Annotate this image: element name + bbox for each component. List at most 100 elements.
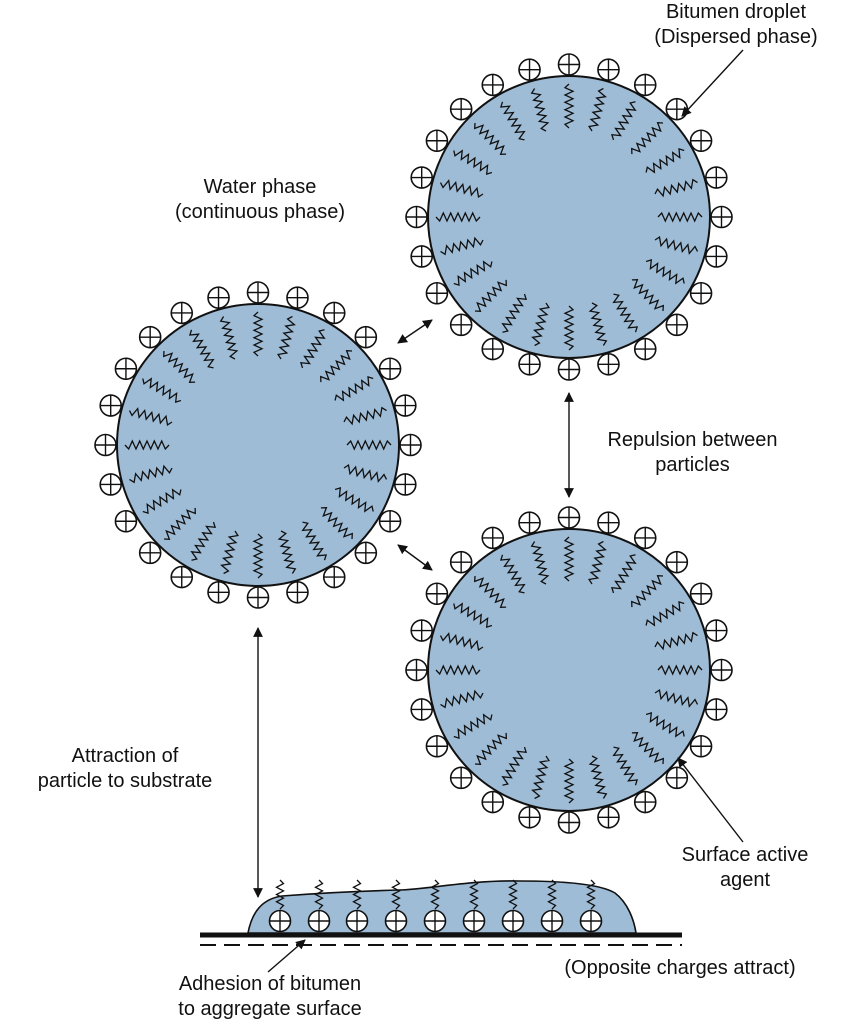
zigzag-hydrocarbon-tail-icon	[657, 664, 703, 676]
repulsion-label: Repulsion between particles	[585, 428, 800, 478]
zigzag-hydrocarbon-tail-icon	[612, 746, 639, 786]
zigzag-hydrocarbon-tail-icon	[430, 879, 440, 910]
positive-charge-icon	[425, 582, 449, 606]
zigzag-hydrocarbon-tail-icon	[474, 732, 507, 766]
positive-charge-icon	[633, 526, 657, 550]
zigzag-hydrocarbon-tail-icon	[299, 329, 326, 369]
positive-charge-icon	[410, 166, 433, 189]
positive-charge-icon	[689, 129, 713, 153]
zigzag-hydrocarbon-tail-icon	[343, 464, 388, 483]
positive-charge-icon	[114, 509, 138, 533]
zigzag-hydrocarbon-tail-icon	[654, 689, 699, 708]
positive-charge-icon	[557, 358, 581, 381]
zigzag-hydrocarbon-tail-icon	[314, 879, 324, 910]
zigzag-hydrocarbon-tail-icon	[563, 83, 575, 129]
positive-charge-icon	[378, 509, 402, 533]
bitumen-droplet-bottom-right	[405, 506, 733, 834]
positive-charge-icon	[689, 582, 713, 606]
zigzag-hydrocarbon-tail-icon	[499, 554, 526, 594]
zigzag-hydrocarbon-tail-icon	[334, 375, 374, 402]
surface-agent-line-2: agent	[719, 869, 771, 891]
positive-charge-icon	[170, 301, 194, 325]
zigzag-hydrocarbon-tail-icon	[435, 211, 481, 223]
zigzag-hydrocarbon-tail-icon	[586, 879, 596, 910]
positive-charge-icon	[705, 619, 728, 642]
zigzag-hydrocarbon-tail-icon	[453, 713, 493, 740]
positive-charge-icon	[114, 357, 138, 381]
positive-charge-icon	[99, 394, 122, 417]
zigzag-hydrocarbon-tail-icon	[439, 632, 484, 651]
aggregate-substrate	[200, 879, 682, 946]
positive-charge-icon	[557, 811, 581, 834]
positive-charge-icon	[540, 909, 564, 933]
zigzag-hydrocarbon-tail-icon	[473, 122, 507, 155]
zigzag-hydrocarbon-tail-icon	[631, 279, 665, 312]
zigzag-hydrocarbon-tail-icon	[631, 732, 665, 765]
positive-charge-icon	[597, 58, 620, 81]
zigzag-hydrocarbon-tail-icon	[142, 488, 182, 515]
zigzag-hydrocarbon-tail-icon	[252, 533, 264, 579]
zigzag-hydrocarbon-tail-icon	[320, 507, 354, 540]
zigzag-hydrocarbon-tail-icon	[188, 329, 215, 369]
water-phase-label: Water phase (continuous phase)	[155, 175, 365, 225]
surface-agent-label: Surface active agent	[645, 843, 845, 893]
positive-charge-icon	[481, 526, 505, 550]
positive-charge-icon	[394, 394, 417, 417]
positive-charge-icon	[425, 281, 449, 305]
zigzag-hydrocarbon-tail-icon	[469, 879, 479, 910]
zigzag-hydrocarbon-tail-icon	[301, 521, 328, 561]
zigzag-hydrocarbon-tail-icon	[645, 600, 685, 627]
positive-charge-icon	[354, 325, 378, 349]
zigzag-hydrocarbon-tail-icon	[474, 279, 507, 313]
zigzag-hydrocarbon-tail-icon	[391, 879, 401, 910]
positive-charge-icon	[689, 734, 713, 758]
zigzag-hydrocarbon-tail-icon	[588, 87, 607, 132]
repulsion-arrow-upper	[397, 319, 433, 344]
water-phase-line-1: Water phase	[203, 176, 317, 198]
positive-charge-icon	[597, 806, 620, 829]
zigzag-hydrocarbon-tail-icon	[530, 88, 550, 132]
positive-charge-icon	[399, 433, 422, 457]
positive-charge-icon	[99, 473, 122, 496]
positive-charge-icon	[138, 325, 162, 349]
positive-charge-icon	[557, 506, 581, 529]
film-surface-agents	[268, 879, 603, 933]
zigzag-hydrocarbon-tail-icon	[654, 178, 698, 198]
zigzag-hydrocarbon-tail-icon	[220, 530, 239, 575]
zigzag-hydrocarbon-tail-icon	[334, 486, 374, 513]
zigzag-hydrocarbon-tail-icon	[124, 439, 170, 451]
positive-charge-icon	[579, 909, 603, 933]
zigzag-hydrocarbon-tail-icon	[277, 315, 296, 360]
attraction-line-1: Attraction of	[71, 745, 179, 767]
positive-charge-icon	[705, 166, 728, 189]
positive-charge-icon	[410, 245, 433, 268]
opposite-charges-line-1: (Opposite charges attract)	[564, 957, 796, 979]
positive-charge-icon	[405, 205, 428, 229]
zigzag-hydrocarbon-tail-icon	[530, 541, 550, 585]
positive-charge-icon	[665, 766, 689, 790]
positive-charge-icon	[597, 511, 620, 534]
zigzag-hydrocarbon-tail-icon	[508, 879, 518, 910]
adhesion-label: Adhesion of bitumen to aggregate surface	[145, 972, 395, 1022]
bitumen-droplet-label: Bitumen droplet (Dispersed phase)	[636, 0, 836, 50]
zigzag-hydrocarbon-tail-icon	[473, 575, 507, 608]
zigzag-hydrocarbon-tail-icon	[453, 149, 493, 176]
repulsion-line-2: particles	[655, 454, 730, 476]
zigzag-hydrocarbon-tail-icon	[531, 302, 550, 347]
zigzag-hydrocarbon-tail-icon	[588, 540, 607, 585]
attraction-label: Attraction of particle to substrate	[10, 744, 240, 794]
positive-charge-icon	[633, 73, 657, 97]
zigzag-hydrocarbon-tail-icon	[163, 507, 196, 541]
positive-charge-icon	[354, 541, 378, 565]
positive-charge-icon	[425, 734, 449, 758]
zigzag-hydrocarbon-tail-icon	[219, 316, 239, 360]
positive-charge-icon	[665, 313, 689, 337]
positive-charge-icon	[518, 353, 541, 376]
positive-charge-icon	[501, 909, 525, 933]
positive-charge-icon	[425, 129, 449, 153]
positive-charge-icon	[705, 698, 728, 721]
zigzag-hydrocarbon-tail-icon	[129, 464, 173, 484]
droplet-body	[427, 528, 711, 812]
positive-charge-icon	[268, 909, 292, 933]
zigzag-hydrocarbon-tail-icon	[346, 439, 392, 451]
